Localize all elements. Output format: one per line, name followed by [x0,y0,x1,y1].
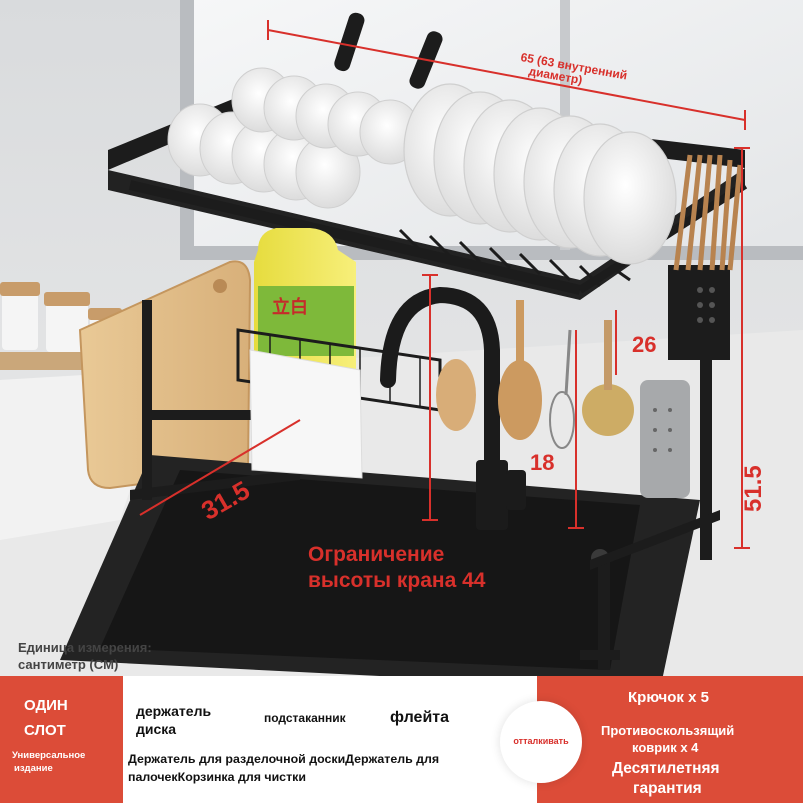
nonslip-mat-line1: Противоскользящий [601,723,735,738]
units-note-line2: сантиметр (CM) [18,657,119,672]
item-board-holder-line2: палочекКорзинка для чистки [128,770,306,784]
shelf-gap-label: 18 [530,450,555,475]
faucet-limit-line2: высоты крана 44 [308,569,486,592]
faucet-limit-line1: Ограничение [308,543,445,566]
warranty-line1: Десятилетняя [612,760,720,777]
slot-title-line1: ОДИН [24,697,68,714]
nonslip-mat-line2: коврик х 4 [632,740,699,755]
product-brand-label: 立白 [272,297,308,317]
item-board-holder-line1: Держатель для разделочной доскиДержатель… [128,752,440,766]
item-disk-holder-line2: диска [136,721,177,737]
item-disk-holder-line1: держатель [136,703,212,719]
hook-height-label: 26 [632,332,657,357]
banner-middle-panel [123,676,537,803]
badge-label: отталкивать [513,736,569,746]
units-note-line1: Единица измерения: [18,640,152,655]
item-flute: флейта [390,709,450,726]
slot-title-line2: СЛОТ [24,722,66,739]
slot-subtitle-line2: издание [14,763,53,774]
hooks-count: Крючок х 5 [628,689,709,706]
height-dimension-label: 51.5 [740,465,767,512]
nonslip-badge: отталкивать [500,701,582,783]
slot-subtitle-line1: Универсальное [12,750,86,761]
item-cup-holder: подстаканник [264,711,346,725]
banner-left-panel [0,676,123,803]
warranty-line2: гарантия [633,780,702,797]
